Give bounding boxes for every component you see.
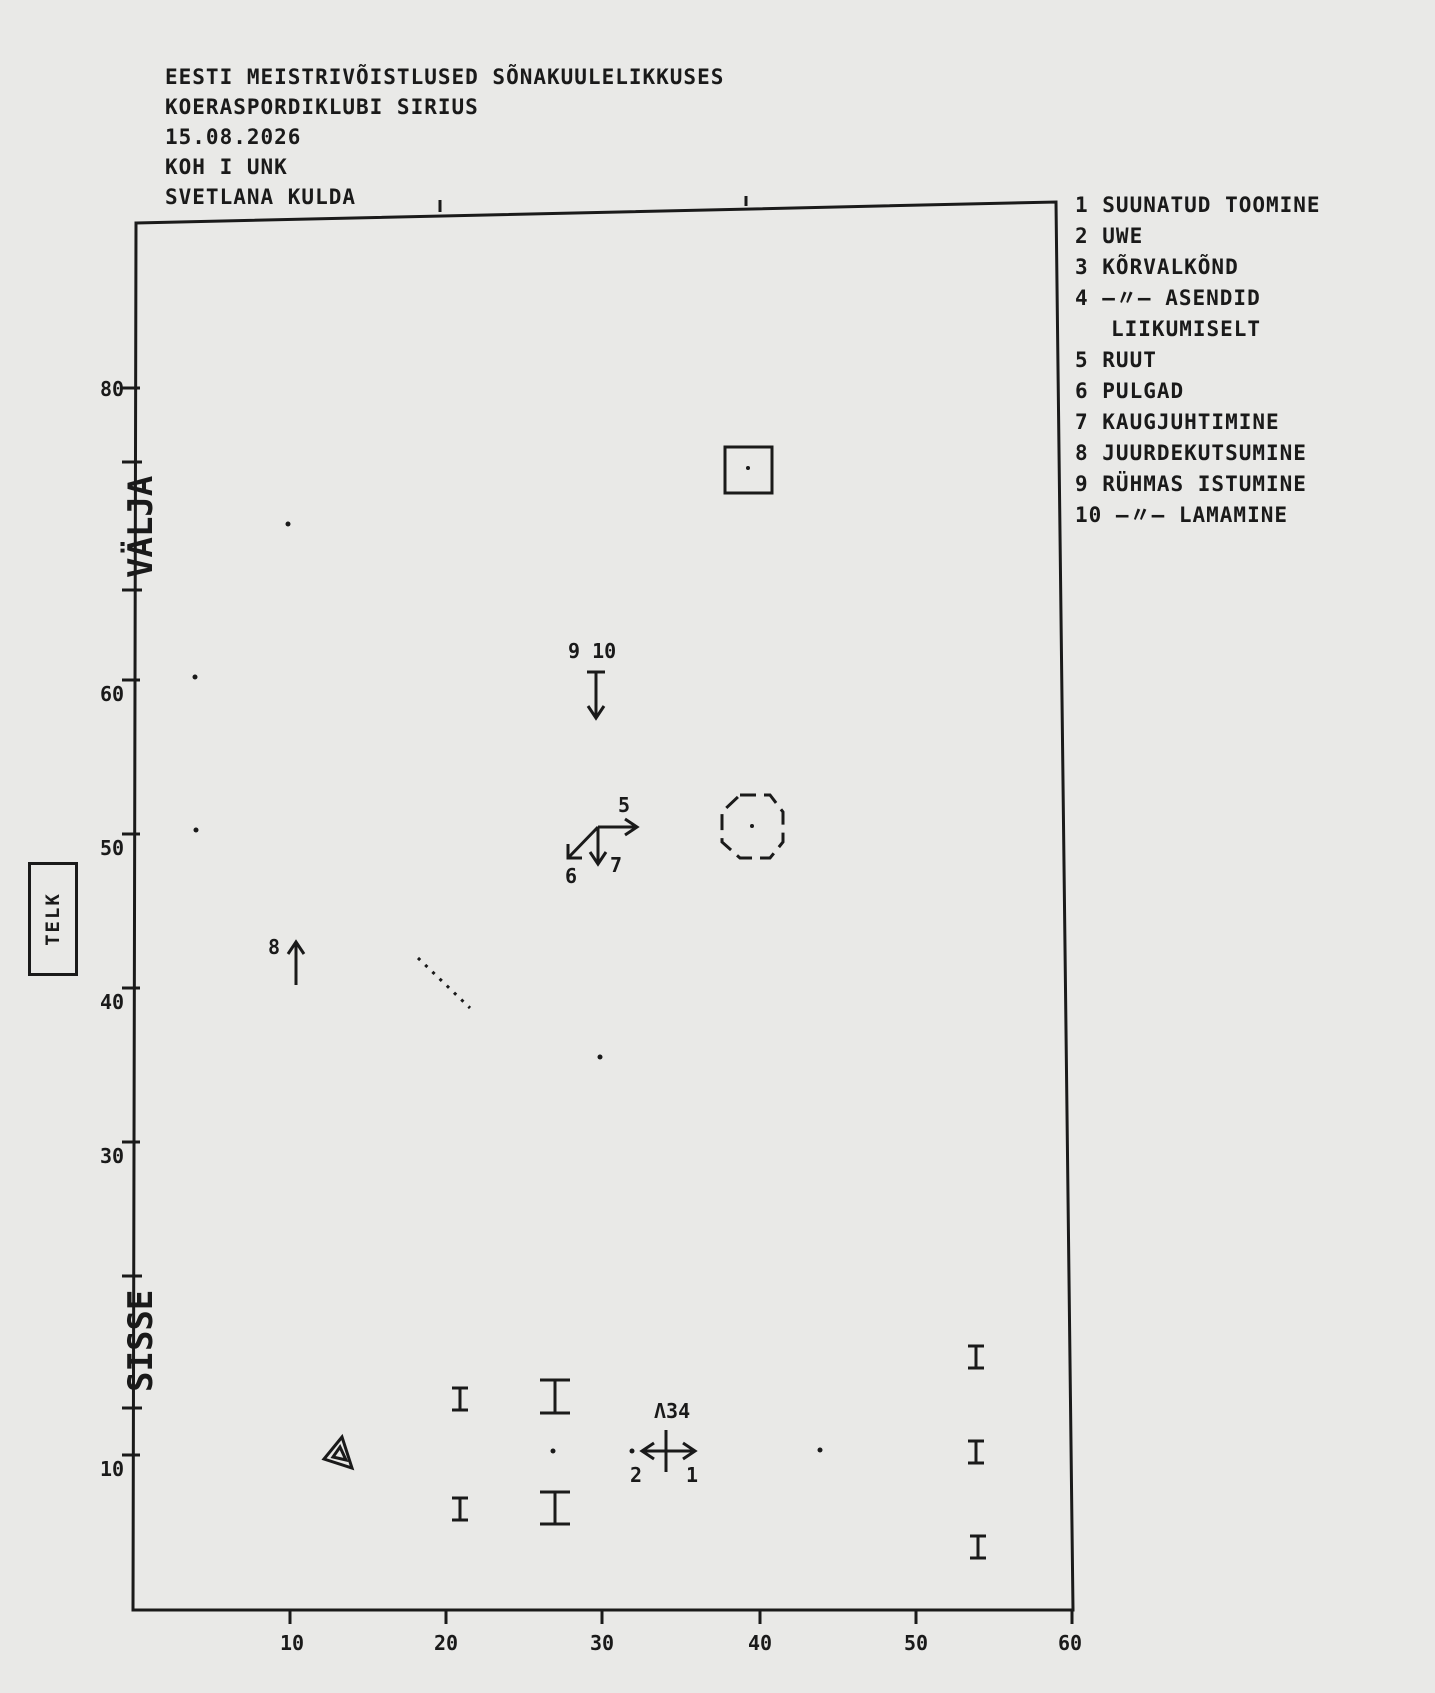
gate-post-marker xyxy=(540,1490,570,1526)
uwe-label: 2 xyxy=(630,1463,642,1487)
position-dots xyxy=(192,466,823,1454)
y-tick-label: 50 xyxy=(100,836,124,860)
header-block: EESTI MEISTRIVÕISTLUSED SÕNAKUULELIKKUSE… xyxy=(165,62,724,212)
heeling-label: Λ34 xyxy=(654,1399,690,1423)
x-tick-label: 10 xyxy=(280,1631,304,1655)
exit-label: VÄLJA xyxy=(120,476,161,578)
retrieve-label: 1 xyxy=(686,1463,698,1487)
x-tick-label: 50 xyxy=(904,1631,928,1655)
dot xyxy=(750,824,754,828)
dot xyxy=(597,1054,603,1060)
group-exercise-label: 9 10 xyxy=(568,639,616,663)
dot xyxy=(746,466,750,470)
judge-name: SVETLANA KULDA xyxy=(165,185,357,209)
y-tick-label: 60 xyxy=(100,682,124,706)
start-triangle-inner xyxy=(330,1444,349,1463)
club-name: KOERASPORDIKLUBI SIRIUS xyxy=(165,95,479,119)
legend-item: 9 RÜHMAS ISTUMINE xyxy=(1075,472,1307,496)
tent-box: TELK xyxy=(28,862,78,976)
dot xyxy=(629,1448,635,1454)
legend-item: 7 KAUGJUHTIMINE xyxy=(1075,410,1280,434)
field-outline xyxy=(131,200,1075,1612)
competition-title: EESTI MEISTRIVÕISTLUSED SÕNAKUULELIKKUSE… xyxy=(165,65,725,89)
heeling-arrowhead-left xyxy=(639,1441,655,1461)
heeling-arrowhead-right xyxy=(682,1441,698,1461)
legend-item: 4 —〃— ASENDID xyxy=(1075,286,1261,310)
square-arrowhead xyxy=(624,817,640,837)
distance-label: 7 xyxy=(610,853,622,877)
x-tick-label: 60 xyxy=(1058,1631,1082,1655)
y-tick-label: 10 xyxy=(100,1457,124,1481)
dot xyxy=(817,1447,823,1453)
y-tick-label: 30 xyxy=(100,1144,124,1168)
y-tick-label: 40 xyxy=(100,990,124,1014)
square-box xyxy=(723,445,774,495)
dot xyxy=(193,827,199,833)
entry-label: SISSE xyxy=(121,1290,161,1392)
competition-date: 15.08.2026 xyxy=(165,125,302,149)
recall-arrowhead xyxy=(286,939,306,955)
octagon-marker xyxy=(720,793,785,860)
cone-marker xyxy=(970,1534,986,1560)
cone-marker xyxy=(452,1496,468,1522)
sticks-label: 6 xyxy=(565,864,577,888)
legend-item: 6 PULGAD xyxy=(1075,379,1185,403)
legend-item: 5 RUUT xyxy=(1075,348,1157,372)
dot xyxy=(192,674,198,680)
recall-label: 8 xyxy=(268,935,280,959)
legend-item: 10 —〃— LAMAMINE xyxy=(1075,503,1289,527)
square-label: 5 xyxy=(618,793,630,817)
competition-class: KOH I UNK xyxy=(165,155,288,179)
legend-item: 2 UWE xyxy=(1075,224,1144,248)
y-tick-label: 80 xyxy=(100,377,124,401)
legend-item: 8 JUURDEKUTSUMINE xyxy=(1075,441,1307,465)
dotted-line xyxy=(416,956,472,1010)
legend-item: 1 SUUNATUD TOOMINE xyxy=(1075,193,1321,217)
legend-item: 3 KÕRVALKÕND xyxy=(1075,255,1239,279)
exercise-legend: 1 SUUNATUD TOOMINE 2 UWE 3 KÕRVALKÕND 4 … xyxy=(1075,190,1321,531)
gate-post-marker xyxy=(540,1378,570,1415)
cone-marker xyxy=(968,1439,984,1465)
sticks-arrow xyxy=(566,825,600,860)
sticks-arrowhead xyxy=(566,844,582,860)
legend-item: LIIKUMISELT xyxy=(1111,317,1262,341)
group-arrowhead xyxy=(586,705,606,721)
start-triangle xyxy=(321,1433,355,1471)
x-tick-label: 20 xyxy=(434,1631,458,1655)
dot xyxy=(550,1448,556,1454)
x-tick-label: 30 xyxy=(590,1631,614,1655)
x-tick-label: 40 xyxy=(748,1631,772,1655)
dot xyxy=(285,521,291,527)
distance-arrowhead xyxy=(588,851,608,867)
cone-marker xyxy=(452,1386,468,1412)
cone-marker xyxy=(968,1344,984,1370)
